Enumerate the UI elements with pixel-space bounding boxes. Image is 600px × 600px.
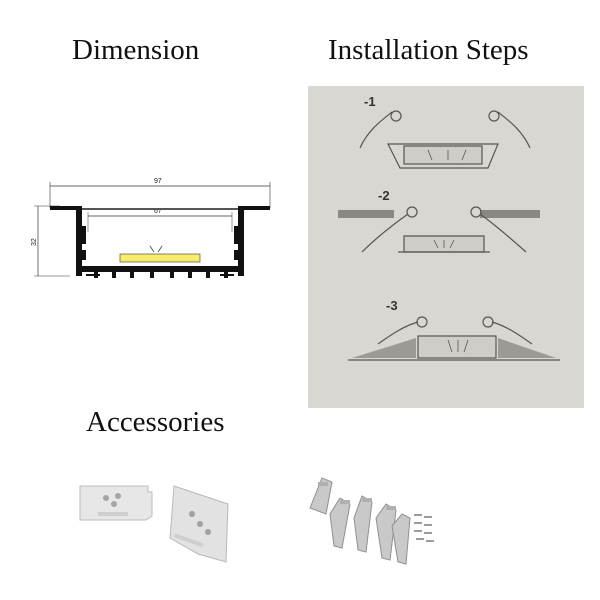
accessories-heading: Accessories	[86, 406, 225, 438]
end-caps-image	[78, 476, 238, 568]
aluminium-profile-shape	[50, 206, 270, 278]
step-1-label: -1	[364, 94, 376, 109]
inner-width-label: 67	[154, 208, 162, 215]
screws-image	[410, 506, 440, 556]
step-3-illustration	[348, 316, 560, 361]
dimension-heading: Dimension	[72, 34, 200, 66]
led-strip	[119, 253, 201, 263]
installation-steps-heading: Installation Steps	[328, 34, 529, 66]
step-1-illustration	[359, 110, 531, 169]
step-3-label: -3	[386, 298, 398, 313]
step-2-label: -2	[378, 188, 390, 203]
mounting-clips-image	[300, 468, 440, 568]
installation-steps-card: -1 -2 -3	[308, 86, 584, 408]
profile-cross-section-drawing: 97 67 32	[30, 170, 285, 290]
height-label: 32	[31, 238, 38, 246]
step-2-illustration	[338, 206, 540, 253]
outer-width-label: 97	[154, 178, 162, 185]
